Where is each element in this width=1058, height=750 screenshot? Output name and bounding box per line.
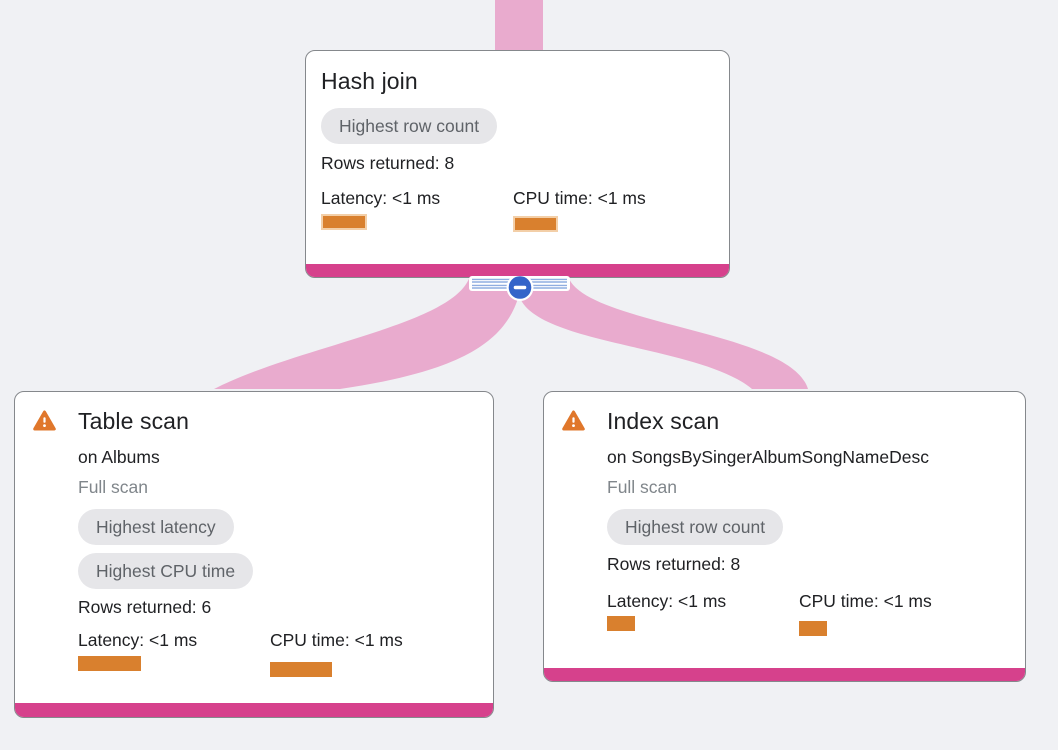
- latency-bar: [607, 616, 635, 631]
- cpu-time-bar: [513, 216, 558, 232]
- node-accent-bar: [544, 668, 1025, 681]
- warning-triangle-icon: [33, 410, 56, 431]
- latency-label: Latency: <1 ms: [607, 591, 727, 611]
- scan-type-text: Full scan: [607, 477, 678, 497]
- badge-highest-row-count: Highest row count: [607, 509, 784, 545]
- latency-bar: [78, 656, 141, 671]
- scan-type-text: Full scan: [78, 477, 149, 497]
- node-accent-bar: [306, 264, 729, 277]
- node-title: Table scan: [78, 408, 189, 434]
- latency-label: Latency: <1 ms: [321, 188, 441, 208]
- node-hash-join[interactable]: Hash join Highest row count Rows returne…: [305, 50, 730, 278]
- node-subtitle: on Albums: [78, 447, 160, 467]
- minus-icon: [506, 274, 534, 301]
- edge-hash-join-to-table-scan: [214, 276, 519, 389]
- node-title: Index scan: [607, 408, 720, 434]
- latency-bar: [321, 214, 367, 230]
- collapse-button-graphic: [469, 274, 570, 301]
- cpu-time-label: CPU time: <1 ms: [513, 188, 646, 208]
- badge-highest-latency: Highest latency: [78, 509, 234, 545]
- cpu-time-label: CPU time: <1 ms: [270, 630, 403, 650]
- node-subtitle: on SongsBySingerAlbumSongNameDesc: [607, 447, 929, 467]
- edge-parent-to-hash-join: [495, 0, 543, 54]
- rows-returned-text: Rows returned: 8: [321, 153, 455, 173]
- edge-hash-join-to-index-scan: [519, 276, 808, 389]
- badge-highest-row-count: Highest row count: [321, 108, 498, 144]
- collapse-button[interactable]: [469, 274, 570, 305]
- rows-returned-text: Rows returned: 8: [607, 554, 741, 574]
- badge-highest-cpu-time: Highest CPU time: [78, 553, 254, 589]
- node-index-scan[interactable]: Index scan on SongsBySingerAlbumSongName…: [543, 391, 1026, 682]
- latency-label: Latency: <1 ms: [78, 630, 198, 650]
- rows-returned-text: Rows returned: 6: [78, 597, 212, 617]
- node-title: Hash join: [321, 68, 418, 94]
- node-table-scan[interactable]: Table scan on Albums Full scan Highest l…: [14, 391, 494, 718]
- cpu-time-bar: [270, 662, 332, 677]
- node-accent-bar: [15, 703, 493, 717]
- warning-triangle-icon: [562, 410, 585, 431]
- cpu-time-label: CPU time: <1 ms: [799, 591, 932, 611]
- cpu-time-bar: [799, 621, 827, 636]
